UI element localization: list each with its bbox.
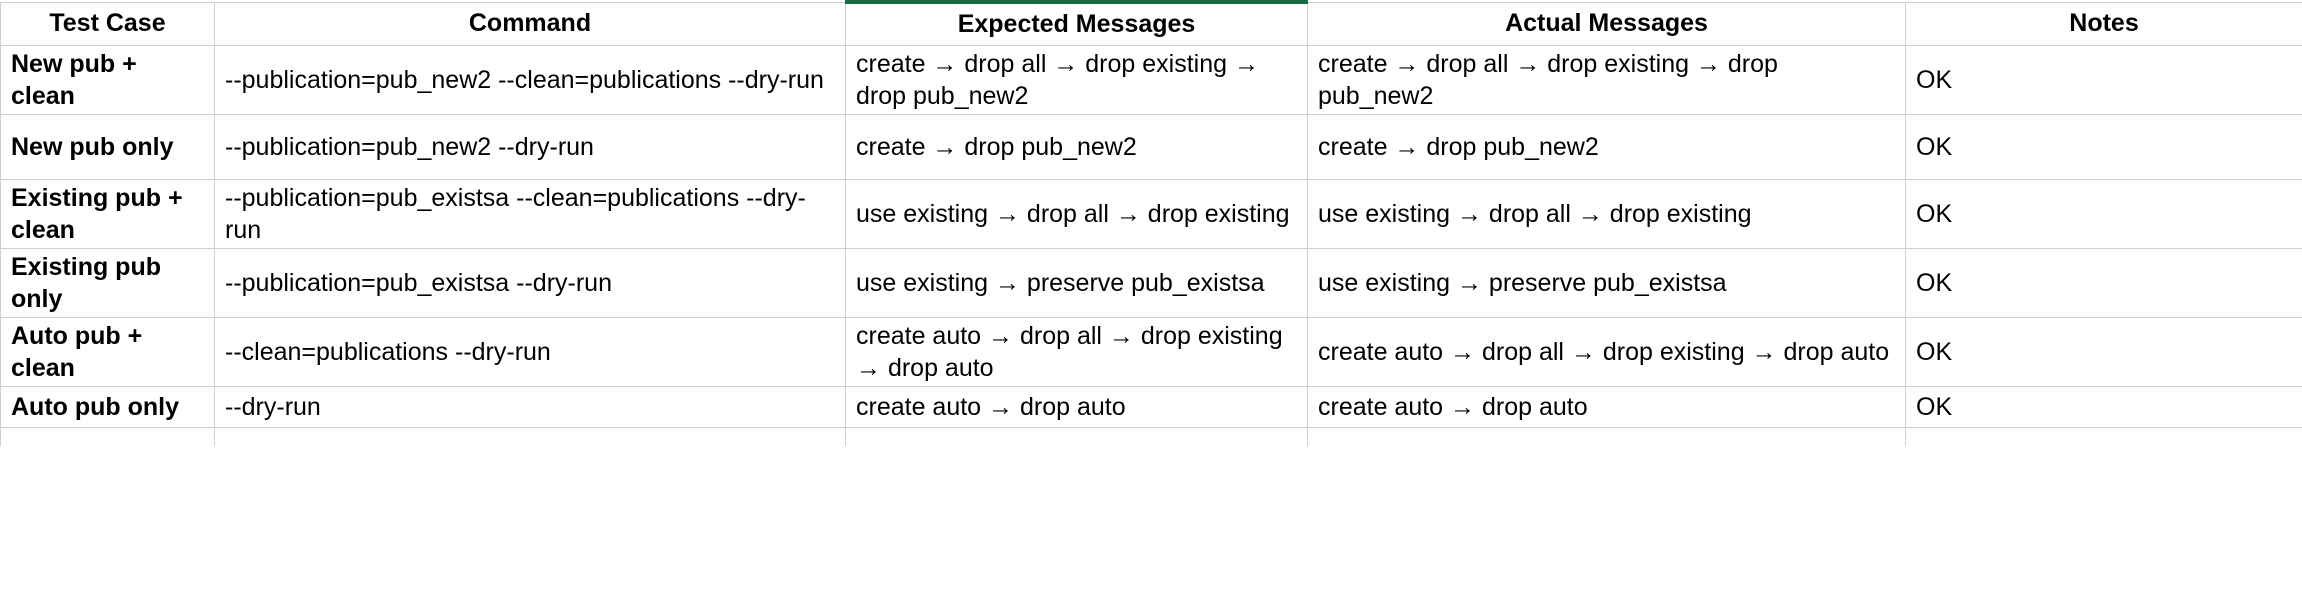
cell-command[interactable]: --clean=publications --dry-run — [214, 317, 846, 387]
column-header-expected-messages[interactable]: Expected Messages — [845, 0, 1308, 46]
cell-actual-messages[interactable] — [1307, 427, 1906, 446]
cell-expected-messages[interactable]: create → drop all → drop existing → drop… — [845, 45, 1308, 115]
cell-test-case[interactable]: Auto pub only — [0, 386, 215, 428]
test-results-table: Test Case Command Expected Messages Actu… — [0, 0, 2302, 446]
cell-expected-messages[interactable]: create → drop pub_new2 — [845, 114, 1308, 180]
cell-command[interactable]: --publication=pub_existsa --clean=public… — [214, 179, 846, 249]
cell-command[interactable]: --publication=pub_new2 --clean=publicati… — [214, 45, 846, 115]
column-header-command[interactable]: Command — [214, 1, 846, 46]
cell-command[interactable]: --publication=pub_existsa --dry-run — [214, 248, 846, 318]
cell-command[interactable]: --dry-run — [214, 386, 846, 428]
cell-test-case[interactable]: New pub only — [0, 114, 215, 180]
cell-actual-messages[interactable]: create auto → drop all → drop existing →… — [1307, 317, 1906, 387]
cell-notes[interactable]: OK — [1905, 114, 2302, 180]
table-row[interactable]: Existing pub + clean --publication=pub_e… — [0, 179, 2302, 249]
column-header-notes[interactable]: Notes — [1905, 1, 2302, 46]
table-row[interactable]: Auto pub + clean --clean=publications --… — [0, 317, 2302, 387]
cell-notes[interactable]: OK — [1905, 45, 2302, 115]
table-row-partial[interactable] — [0, 427, 2302, 446]
cell-notes[interactable]: OK — [1905, 317, 2302, 387]
cell-notes[interactable]: OK — [1905, 386, 2302, 428]
table-header: Test Case Command Expected Messages Actu… — [0, 0, 2302, 46]
cell-actual-messages[interactable]: use existing → preserve pub_existsa — [1307, 248, 1906, 318]
cell-actual-messages[interactable]: create auto → drop auto — [1307, 386, 1906, 428]
cell-test-case[interactable]: Auto pub + clean — [0, 317, 215, 387]
table-row[interactable]: Existing pub only --publication=pub_exis… — [0, 248, 2302, 318]
table-row[interactable]: Auto pub only --dry-run create auto → dr… — [0, 386, 2302, 428]
table-row[interactable]: New pub only --publication=pub_new2 --dr… — [0, 114, 2302, 180]
cell-expected-messages[interactable]: use existing → preserve pub_existsa — [845, 248, 1308, 318]
column-header-actual-messages[interactable]: Actual Messages — [1307, 1, 1906, 46]
cell-command[interactable]: --publication=pub_new2 --dry-run — [214, 114, 846, 180]
cell-test-case[interactable]: New pub + clean — [0, 45, 215, 115]
table-row[interactable]: New pub + clean --publication=pub_new2 -… — [0, 45, 2302, 115]
cell-expected-messages[interactable] — [845, 427, 1308, 446]
cell-notes[interactable]: OK — [1905, 248, 2302, 318]
cell-expected-messages[interactable]: create auto → drop all → drop existing →… — [845, 317, 1308, 387]
cell-actual-messages[interactable]: create → drop all → drop existing → drop… — [1307, 45, 1906, 115]
header-row: Test Case Command Expected Messages Actu… — [0, 0, 2302, 46]
cell-expected-messages[interactable]: use existing → drop all → drop existing — [845, 179, 1308, 249]
cell-notes[interactable]: OK — [1905, 179, 2302, 249]
cell-test-case[interactable]: Existing pub only — [0, 248, 215, 318]
cell-test-case[interactable]: Existing pub + clean — [0, 179, 215, 249]
cell-notes[interactable] — [1905, 427, 2302, 446]
cell-expected-messages[interactable]: create auto → drop auto — [845, 386, 1308, 428]
cell-command[interactable] — [214, 427, 846, 446]
table-body: New pub + clean --publication=pub_new2 -… — [0, 45, 2302, 446]
cell-test-case[interactable] — [0, 427, 215, 446]
cell-actual-messages[interactable]: create → drop pub_new2 — [1307, 114, 1906, 180]
cell-actual-messages[interactable]: use existing → drop all → drop existing — [1307, 179, 1906, 249]
column-header-test-case[interactable]: Test Case — [0, 1, 215, 46]
